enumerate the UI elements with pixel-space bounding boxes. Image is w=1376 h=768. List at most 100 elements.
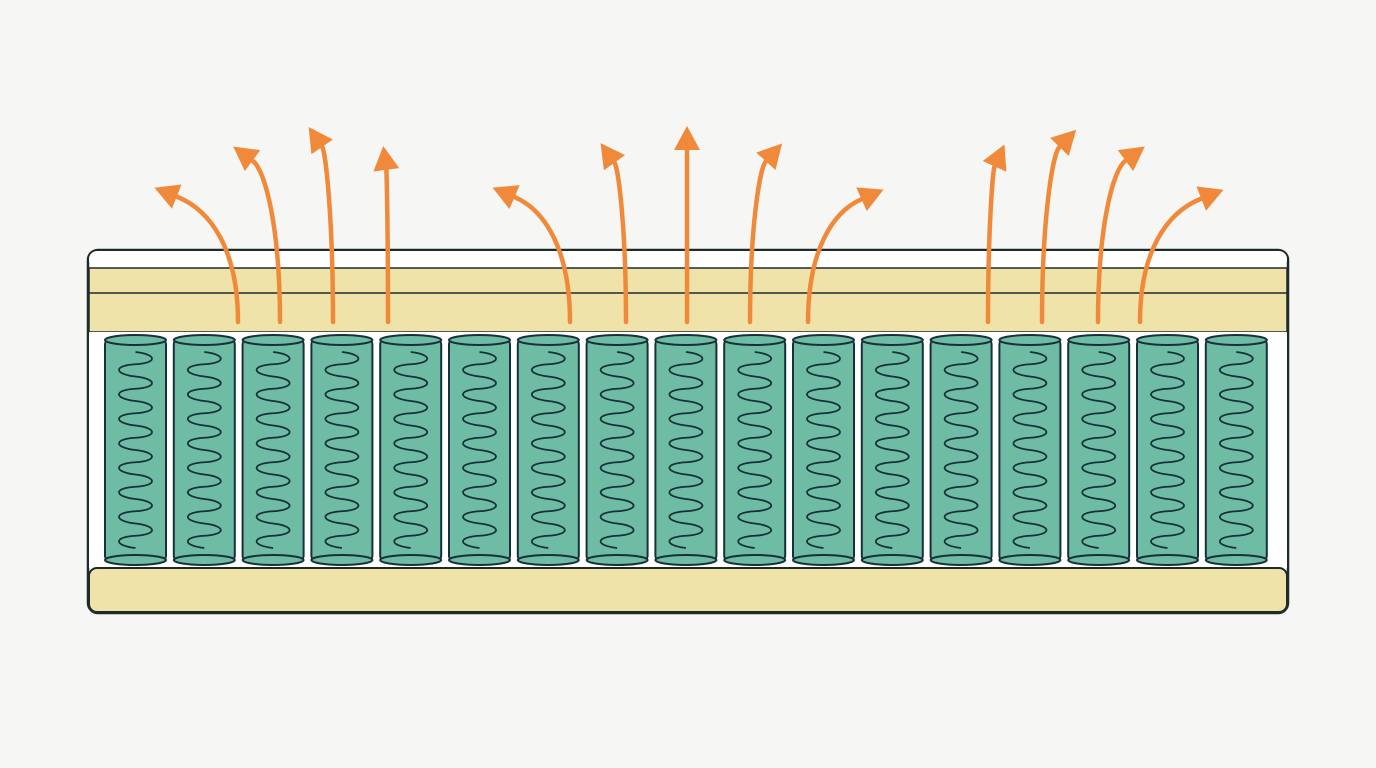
- pocket-spring: [860, 334, 924, 566]
- airflow-arrow-head: [373, 146, 400, 172]
- spring-pocket-top: [860, 334, 924, 346]
- spring-coil: [1218, 351, 1254, 549]
- spring-pocket-top: [448, 334, 511, 346]
- spring-pocket-bottom: [585, 554, 649, 566]
- spring-pocket-top: [1136, 334, 1199, 346]
- airflow-arrow-shaft: [747, 159, 769, 325]
- spring-pocket-top: [654, 334, 718, 346]
- pocket-spring: [654, 334, 718, 566]
- airflow-arrow: [674, 126, 700, 325]
- airflow-arrow-shaft: [384, 167, 391, 325]
- spring-pocket-bottom: [516, 554, 580, 566]
- pocket-spring: [929, 334, 993, 566]
- pocket-spring: [723, 334, 787, 566]
- airflow-arrow-head: [600, 143, 626, 171]
- airflow-arrow-shaft: [1137, 196, 1204, 325]
- pocket-spring: [1067, 334, 1131, 566]
- base-foam-layer: [88, 567, 1288, 613]
- spring-pocket-bottom: [1204, 554, 1268, 566]
- spring-coil: [943, 351, 979, 549]
- spring-coil: [324, 351, 360, 549]
- airflow-arrow-head: [1117, 146, 1145, 172]
- mattress: [86, 248, 1290, 615]
- airflow-arrow: [805, 187, 884, 325]
- spring-coil: [462, 351, 497, 549]
- airflow-arrow-shaft: [512, 194, 573, 325]
- spring-coil: [186, 351, 222, 549]
- spring-pocket-bottom: [448, 554, 511, 566]
- spring-pocket-top: [585, 334, 649, 346]
- airflow-arrow-head: [1196, 186, 1224, 211]
- pocket-springs: [104, 334, 1268, 566]
- spring-pocket-bottom: [1067, 554, 1131, 566]
- airflow-arrow: [747, 143, 783, 325]
- airflow-arrow: [982, 144, 1007, 325]
- airflow-arrow-shaft: [805, 196, 864, 325]
- airflow-arrow-head: [756, 143, 783, 171]
- airflow-arrow: [373, 146, 400, 325]
- airflow-arrow-shaft: [174, 194, 241, 325]
- pocket-spring: [310, 334, 374, 566]
- airflow-arrow: [1039, 129, 1077, 325]
- spring-pocket-bottom: [172, 554, 236, 566]
- pocket-spring: [1204, 334, 1268, 566]
- spring-pocket-bottom: [104, 554, 167, 566]
- spring-pocket-top: [516, 334, 580, 346]
- airflow-arrows: [154, 126, 1224, 325]
- spring-coil: [737, 351, 773, 549]
- spring-pocket-top: [310, 334, 374, 346]
- airflow-arrow: [1095, 146, 1145, 325]
- spring-pocket-top: [1067, 334, 1131, 346]
- airflow-arrow-head: [674, 126, 700, 150]
- spring-pocket-bottom: [654, 554, 718, 566]
- spring-coil: [255, 351, 291, 549]
- spring-coil: [1012, 351, 1048, 549]
- spring-pocket-bottom: [929, 554, 993, 566]
- airflow-arrow-shaft: [250, 158, 283, 325]
- pocket-spring: [241, 334, 305, 566]
- spring-pocket-bottom: [241, 554, 305, 566]
- airflow-arrow-head: [1050, 129, 1077, 156]
- pocket-spring: [998, 334, 1062, 566]
- spring-coil: [118, 351, 153, 549]
- spring-pocket-top: [998, 334, 1062, 346]
- spring-pocket-bottom: [1136, 554, 1199, 566]
- airflow-arrow-head: [982, 144, 1007, 172]
- pocket-spring: [516, 334, 580, 566]
- spring-pocket-top: [792, 334, 855, 346]
- airflow-arrow-shaft: [319, 144, 336, 325]
- spring-pocket-bottom: [379, 554, 443, 566]
- spring-coil: [393, 351, 429, 549]
- airflow-arrow: [492, 185, 573, 325]
- spring-pocket-top: [929, 334, 993, 346]
- airflow-arrow-head: [308, 127, 333, 155]
- pocket-spring: [792, 334, 855, 566]
- spring-pocket-bottom: [998, 554, 1062, 566]
- spring-pocket-top: [241, 334, 305, 346]
- spring-coil: [530, 351, 566, 549]
- pocket-spring: [448, 334, 511, 566]
- spring-coil: [668, 351, 704, 549]
- spring-pocket-top: [172, 334, 236, 346]
- airflow-arrow-head: [856, 187, 884, 212]
- spring-pocket-bottom: [860, 554, 924, 566]
- spring-coil: [599, 351, 635, 549]
- airflow-arrow: [154, 184, 241, 325]
- pocket-spring: [379, 334, 443, 566]
- pocket-spring: [104, 334, 167, 566]
- spring-coil: [806, 351, 841, 549]
- pocket-spring: [1136, 334, 1199, 566]
- airflow-arrow-shaft: [1039, 144, 1062, 325]
- pocket-spring: [172, 334, 236, 566]
- airflow-arrow: [308, 127, 336, 325]
- spring-pocket-top: [1204, 334, 1268, 346]
- spring-coil: [1081, 351, 1117, 549]
- airflow-arrow-head: [233, 146, 261, 172]
- airflow-arrow-shaft: [612, 160, 629, 325]
- spring-pocket-top: [104, 334, 167, 346]
- airflow-arrow: [233, 146, 283, 325]
- airflow-arrow-head: [492, 185, 520, 210]
- airflow-arrow: [600, 143, 629, 325]
